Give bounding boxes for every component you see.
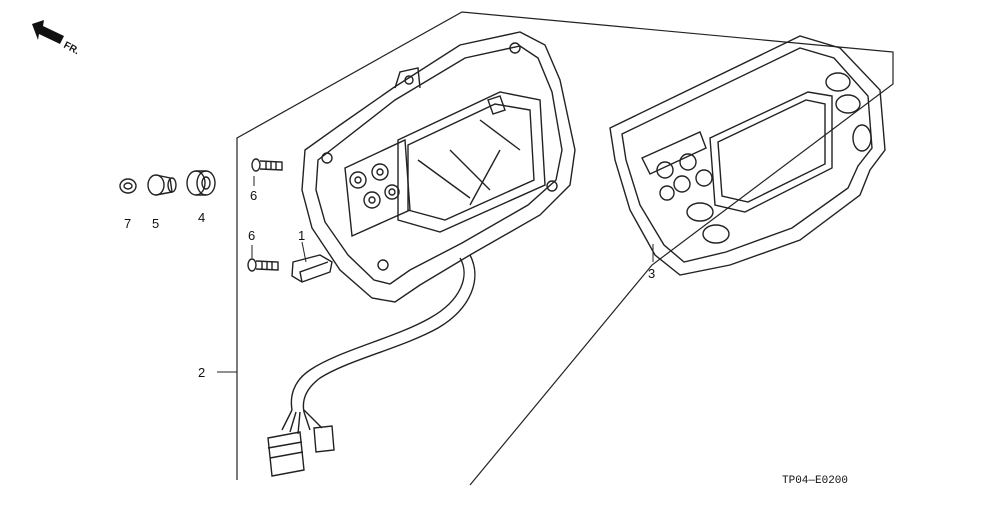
front-direction-label: FR. — [62, 40, 82, 57]
callout-3: 3 — [648, 266, 655, 281]
callout-4: 4 — [198, 210, 205, 225]
drawing-code: TP04—E0200 — [782, 475, 848, 487]
callout-1: 1 — [298, 228, 305, 243]
callout-6-lower: 6 — [248, 228, 255, 243]
assembly-boundary — [236, 11, 894, 486]
grommet-part — [186, 170, 216, 196]
nut-part — [119, 178, 137, 194]
callout-6-upper: 6 — [250, 188, 257, 203]
callout-2: 2 — [198, 365, 205, 380]
clamp-part — [291, 254, 333, 283]
front-direction-arrow-icon — [32, 20, 64, 44]
meter-case-part — [267, 31, 576, 477]
callout-5: 5 — [152, 216, 159, 231]
leader-lines — [217, 176, 654, 373]
socket-part — [147, 174, 177, 196]
callout-7: 7 — [124, 216, 131, 231]
meter-cover-part — [609, 35, 886, 276]
screw-lower-part — [247, 258, 279, 272]
screw-upper-part — [251, 158, 283, 172]
